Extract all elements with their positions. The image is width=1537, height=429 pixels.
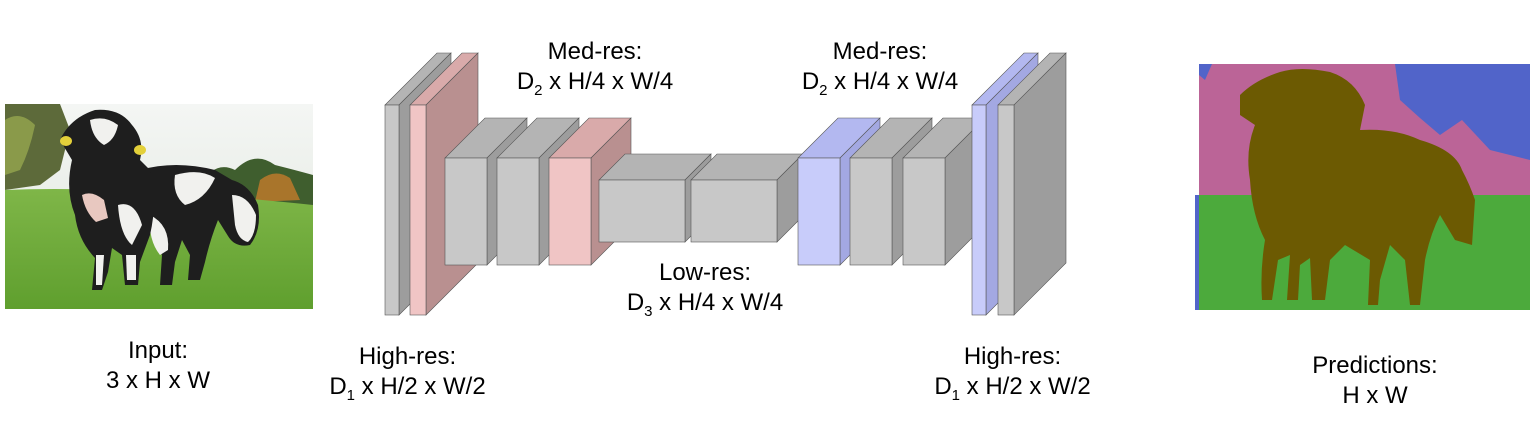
high-res-right-block-2 xyxy=(997,52,1067,316)
high-res-right-title: High-res: xyxy=(963,343,1062,370)
high-res-left-dims: x H/2 x W/2 xyxy=(355,373,486,400)
low-res-block-2 xyxy=(690,153,804,243)
high-res-left-label: High-res: D1 x H/2 x W/2 xyxy=(300,342,515,404)
predictions-title: Predictions: xyxy=(1312,352,1438,379)
high-res-right-depth-subscript: 1 xyxy=(951,387,960,404)
med-res-left-depth: D xyxy=(516,68,535,95)
high-res-right-depth: D xyxy=(934,373,952,400)
high-res-left-depth: D xyxy=(329,373,347,400)
med-res-left-dims: x H/4 x W/4 xyxy=(542,68,674,95)
med-res-right-title: Med-res: xyxy=(832,38,928,65)
low-res-label: Low-res: D3 x H/4 x W/4 xyxy=(590,258,820,320)
med-res-left-depth-subscript: 2 xyxy=(534,82,543,99)
input-label: Input: 3 x H x W xyxy=(68,336,248,396)
high-res-left-title: High-res: xyxy=(358,343,457,370)
med-res-left-label: Med-res: D2 x H/4 x W/4 xyxy=(480,37,710,99)
high-res-right-dims: x H/2 x W/2 xyxy=(960,373,1091,400)
predictions-dims: H x W xyxy=(1342,382,1408,409)
low-res-depth-subscript: 3 xyxy=(644,303,653,320)
med-res-left-title: Med-res: xyxy=(547,38,643,65)
low-res-block-1 xyxy=(598,153,712,243)
network-blocks xyxy=(384,52,1067,316)
low-res-title: Low-res: xyxy=(658,259,752,286)
med-res-right-label: Med-res: D2 x H/4 x W/4 xyxy=(765,37,995,99)
med-res-right-dims: x H/4 x W/4 xyxy=(827,68,959,95)
input-dims: 3 x H x W xyxy=(105,367,210,394)
input-title: Input: xyxy=(127,337,189,364)
low-res-dims: x H/4 x W/4 xyxy=(652,289,784,316)
high-res-right-label: High-res: D1 x H/2 x W/2 xyxy=(905,342,1120,404)
med-res-right-depth: D xyxy=(801,68,820,95)
predictions-label: Predictions: H x W xyxy=(1280,351,1470,411)
low-res-depth: D xyxy=(626,289,645,316)
med-res-right-depth-subscript: 2 xyxy=(819,82,828,99)
predictions-segmentation-map xyxy=(1195,64,1530,310)
high-res-left-depth-subscript: 1 xyxy=(346,387,355,404)
input-image-cows xyxy=(5,104,313,309)
